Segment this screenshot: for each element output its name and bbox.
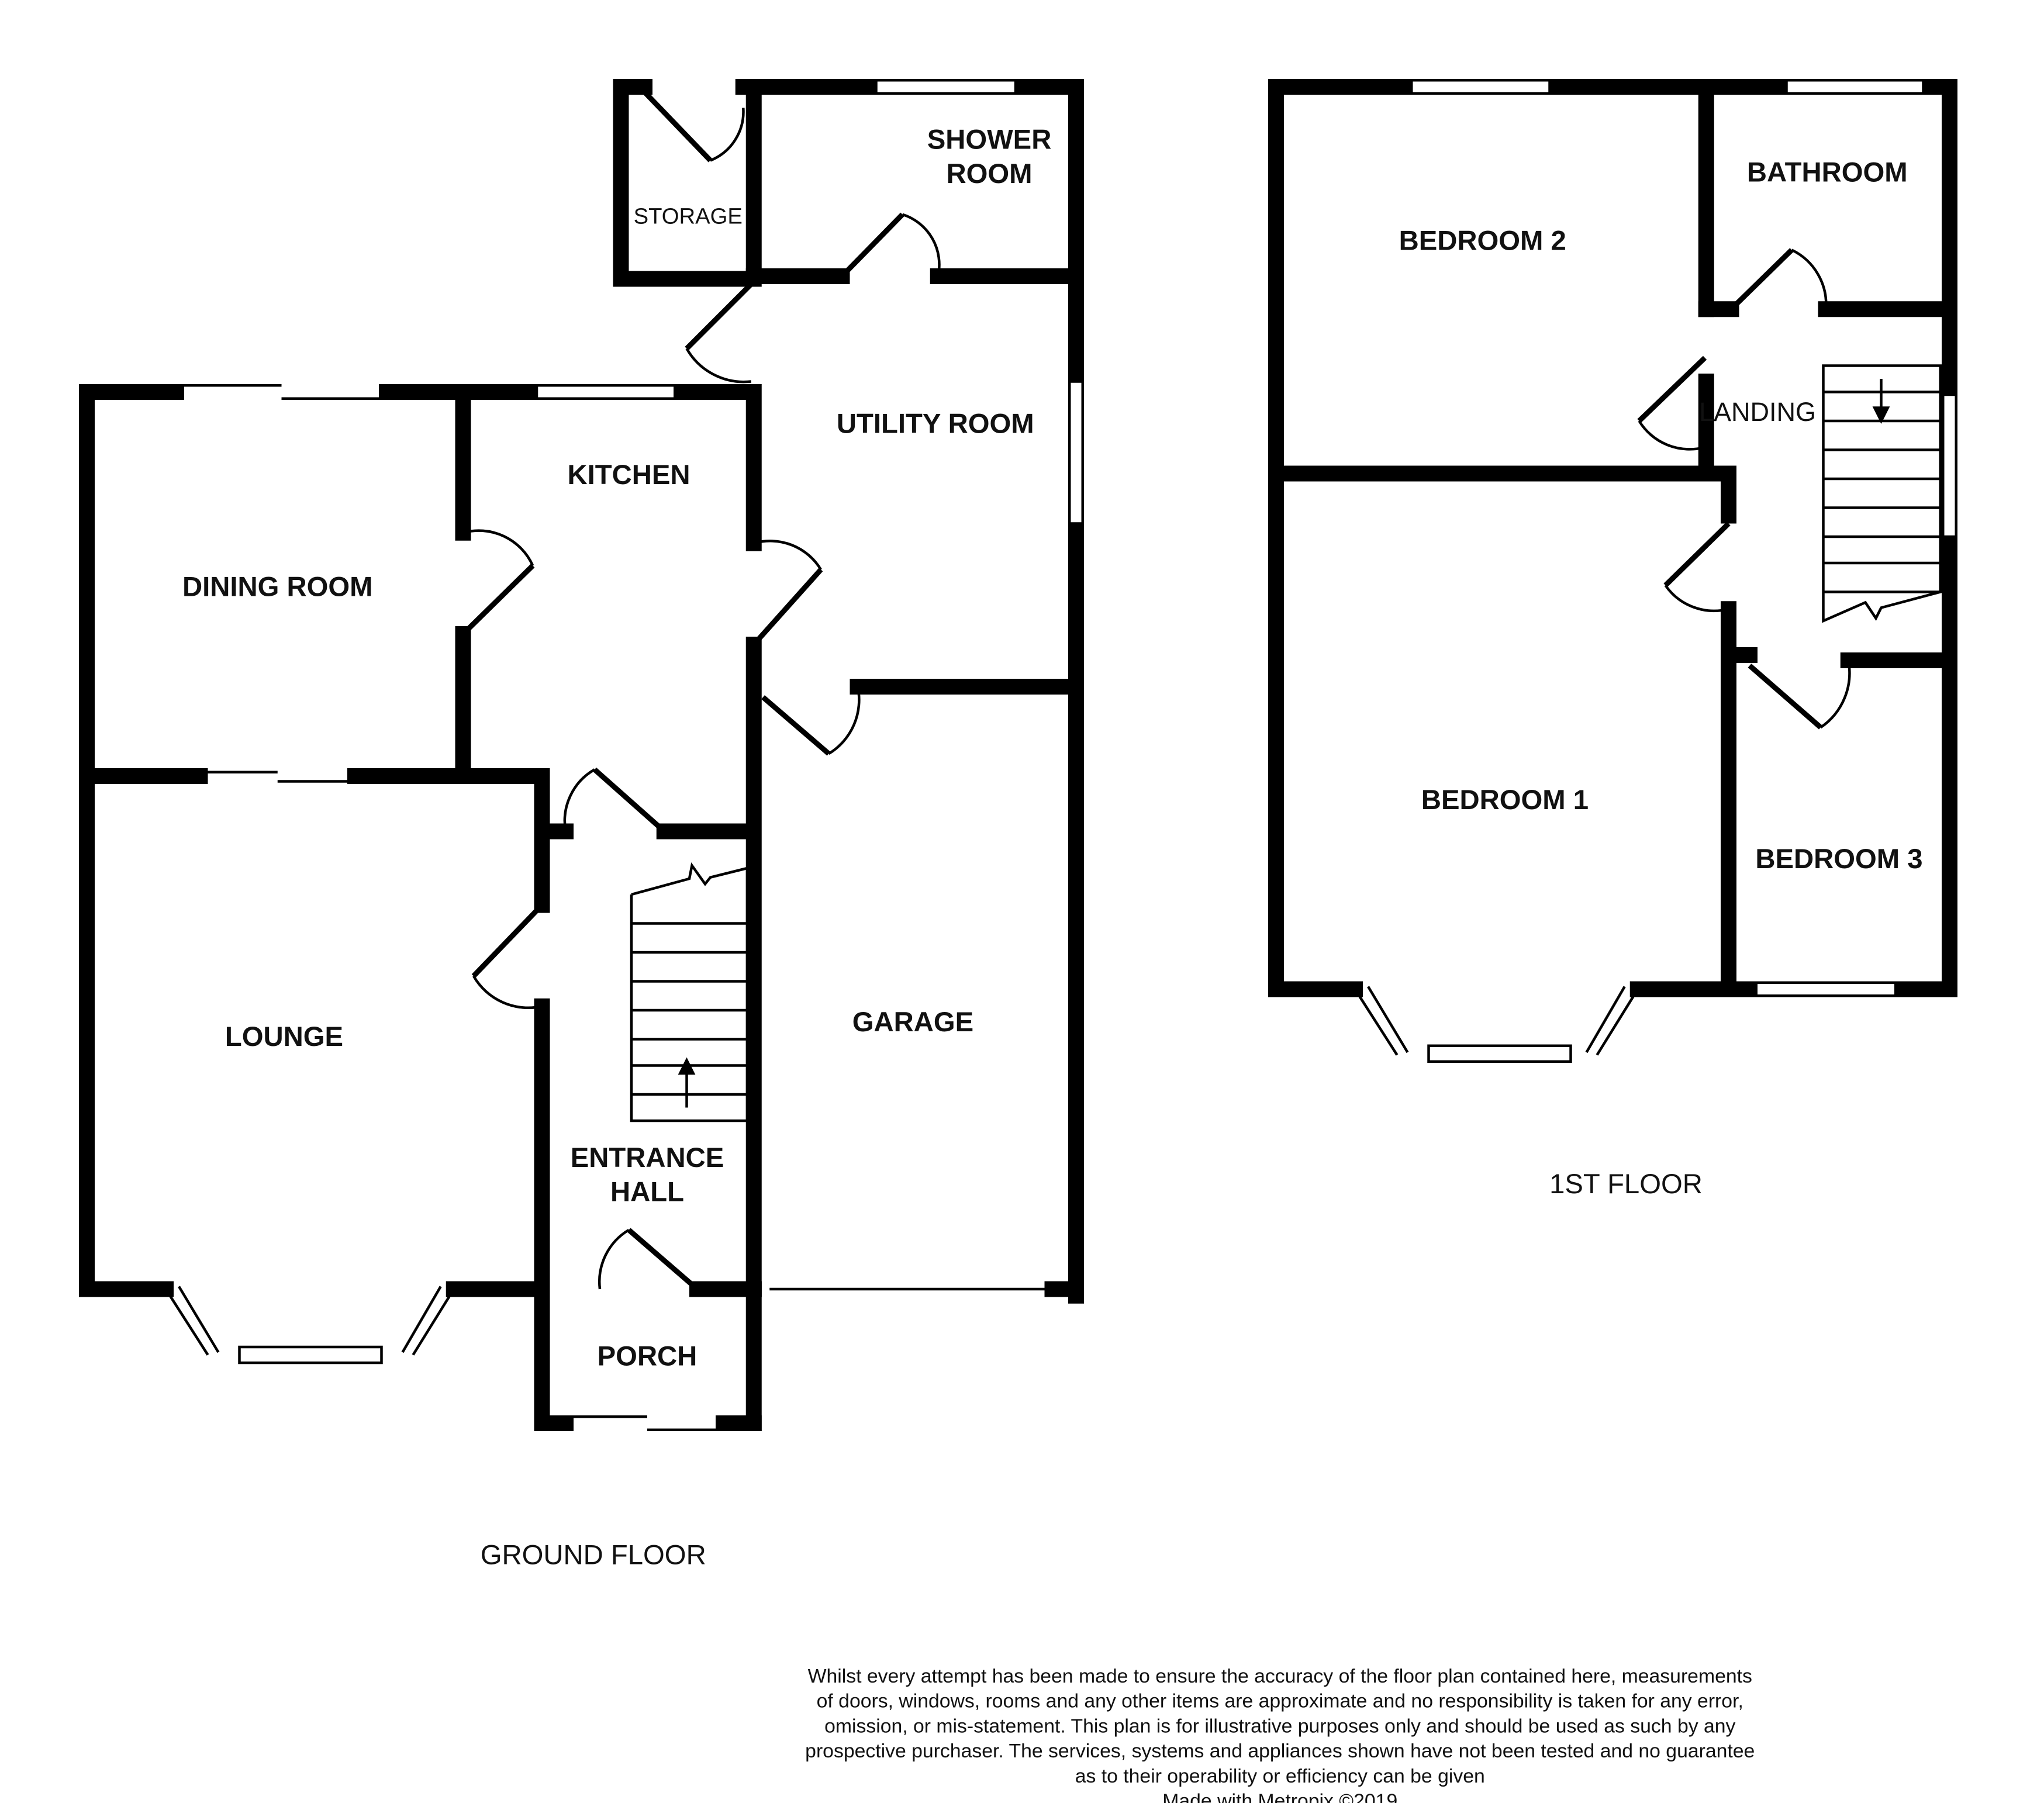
- porch-label: PORCH: [598, 1341, 698, 1372]
- floor-plan-drawing: STORAGE SHOWER ROOM UTILITY ROOM KITCHEN…: [79, 79, 1957, 1803]
- bedroom-3-label: BEDROOM 3: [1755, 844, 1922, 875]
- first-floor-title: 1ST FLOOR: [1549, 1169, 1703, 1200]
- disclaimer: Whilst every attempt has been made to en…: [805, 1665, 1755, 1803]
- first-floor-room-labels: BEDROOM 2 BATHROOM LANDING BEDROOM 1 BED…: [1399, 157, 1923, 875]
- first-floor-thin-lines: [1354, 79, 1957, 1063]
- ground-floor-doors: [461, 90, 904, 1291]
- disclaimer-credit: Made with Metropix ©2019: [1162, 1790, 1397, 1803]
- ground-floor-room-labels: STORAGE SHOWER ROOM UTILITY ROOM KITCHEN…: [182, 124, 1051, 1372]
- kitchen-label: KITCHEN: [568, 460, 690, 491]
- bedroom-1-label: BEDROOM 1: [1421, 785, 1589, 816]
- entrance-hall-label-line2: HALL: [610, 1176, 684, 1207]
- shower-room-label-line2: ROOM: [947, 158, 1033, 189]
- ground-floor-thin-lines: [164, 79, 1084, 1431]
- shower-room-label-line1: SHOWER: [927, 124, 1052, 155]
- disclaimer-line-4: prospective purchaser. The services, sys…: [805, 1740, 1755, 1762]
- storage-label: STORAGE: [634, 204, 743, 229]
- utility-room-label: UTILITY ROOM: [837, 408, 1034, 439]
- entrance-hall-label-line1: ENTRANCE: [571, 1142, 724, 1173]
- bathroom-label: BATHROOM: [1747, 157, 1908, 188]
- bedroom-2-label: BEDROOM 2: [1399, 226, 1566, 257]
- first-floor-doors: [1637, 248, 1822, 730]
- disclaimer-line-2: of doors, windows, rooms and any other i…: [817, 1690, 1743, 1712]
- disclaimer-line-1: Whilst every attempt has been made to en…: [808, 1665, 1752, 1687]
- ground-floor-title: GROUND FLOOR: [481, 1539, 706, 1570]
- lounge-label: LOUNGE: [225, 1021, 343, 1052]
- landing-label: LANDING: [1699, 397, 1816, 427]
- ground-floor-stairs: [630, 862, 749, 1122]
- first-floor-walls: [1268, 79, 1957, 997]
- ground-floor-walls: [79, 79, 1084, 1431]
- disclaimer-line-5: as to their operability or efficiency ca…: [1075, 1765, 1485, 1787]
- garage-label: GARAGE: [852, 1007, 973, 1038]
- dining-room-label: DINING ROOM: [182, 571, 373, 602]
- disclaimer-line-3: omission, or mis-statement. This plan is…: [824, 1715, 1735, 1737]
